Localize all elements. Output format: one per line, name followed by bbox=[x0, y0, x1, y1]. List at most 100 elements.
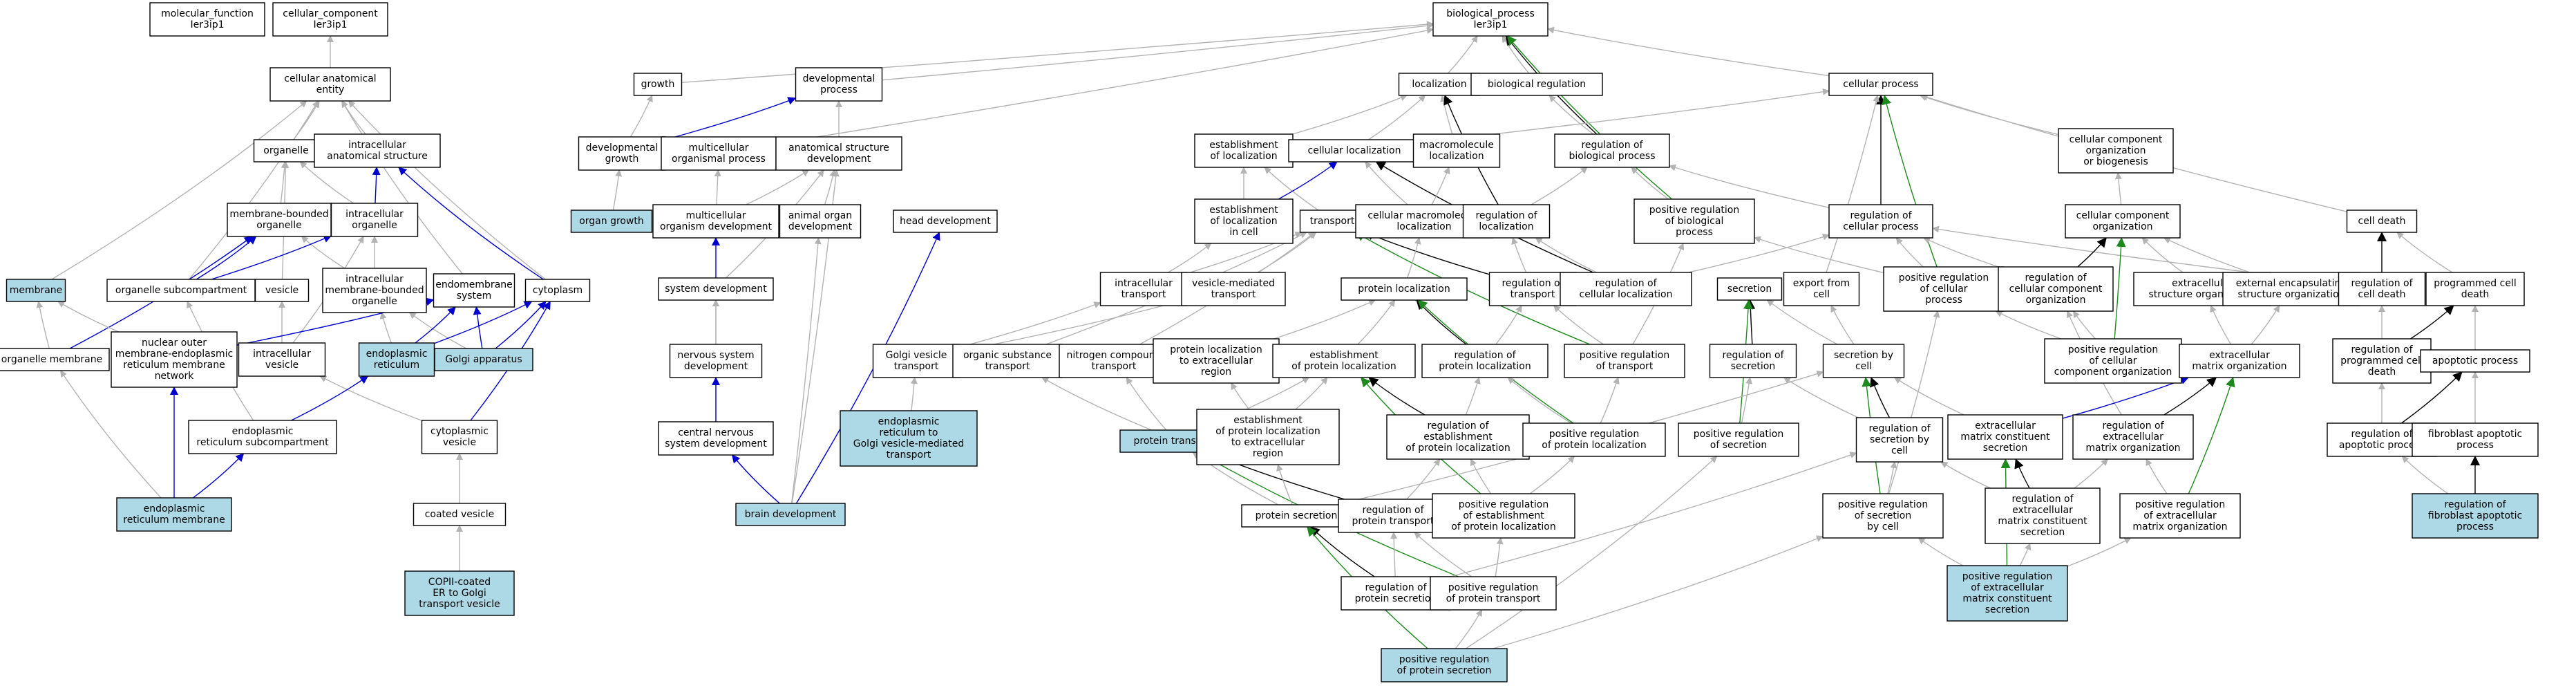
edge-is-a-epler-to-plecr bbox=[1231, 382, 1250, 410]
term-node-orggrowth[interactable]: organ growth bbox=[570, 210, 653, 233]
term-node-organelle[interactable]: organelle bbox=[253, 139, 319, 162]
term-node-growth[interactable]: growth bbox=[633, 73, 683, 96]
term-node-nuc[interactable]: nuclear outermembrane-endoplasmicreticul… bbox=[111, 331, 238, 388]
edge-is-a-protrans-to-nct bbox=[1126, 377, 1167, 431]
edge-is-a-posregprotloc-to-regprotloc bbox=[1507, 377, 1572, 424]
term-node-transport[interactable]: transport bbox=[1299, 210, 1365, 233]
term-node-headdev[interactable]: head development bbox=[893, 210, 998, 233]
term-node-orgmem[interactable]: organelle membrane bbox=[0, 348, 110, 371]
term-node-protloc[interactable]: protein localization bbox=[1341, 277, 1468, 301]
term-node-loc[interactable]: localization bbox=[1398, 73, 1481, 96]
term-node-brain[interactable]: brain development bbox=[735, 503, 846, 526]
term-node-osub[interactable]: organelle subcompartment bbox=[106, 279, 256, 302]
term-box bbox=[1828, 204, 1933, 239]
term-node-celldeath[interactable]: cell death bbox=[2346, 210, 2418, 233]
term-node-bioreg[interactable]: biological regulation bbox=[1470, 73, 1603, 96]
term-node-coated[interactable]: coated vesicle bbox=[413, 503, 506, 526]
term-node-cellloc[interactable]: cellular localization bbox=[1288, 139, 1421, 162]
term-node-sysdev[interactable]: system development bbox=[658, 277, 774, 301]
term-node-cytoplasm[interactable]: cytoplasm bbox=[524, 279, 591, 302]
term-node-cellproc[interactable]: cellular process bbox=[1828, 73, 1933, 96]
term-node-apop[interactable]: apoptotic process bbox=[2420, 349, 2530, 373]
term-box bbox=[1272, 344, 1416, 378]
term-node-golgi[interactable]: Golgi apparatus bbox=[434, 348, 533, 371]
term-node-vesicle[interactable]: vesicle bbox=[254, 279, 310, 302]
term-node-secretion[interactable]: secretion bbox=[1716, 277, 1783, 301]
term-node-membrane[interactable]: membrane bbox=[6, 279, 66, 302]
term-node-protsec[interactable]: protein secretion bbox=[1241, 504, 1352, 528]
